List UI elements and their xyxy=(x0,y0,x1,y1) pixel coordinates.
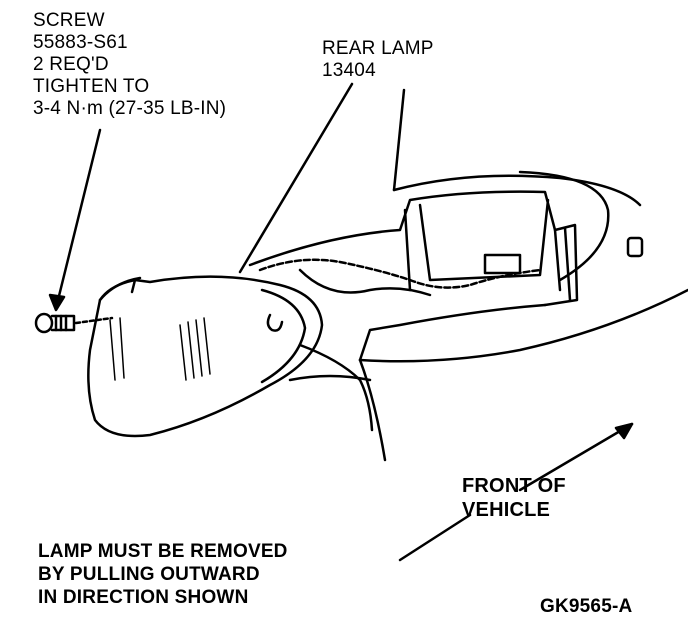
screw-callout-line-2: 55883-S61 xyxy=(33,32,128,53)
bracket-wall xyxy=(553,226,572,302)
screw-callout-line-3: 2 REQ'D xyxy=(33,54,109,75)
screw-callout-line-1: SCREW xyxy=(33,10,105,31)
bumper-curve xyxy=(358,288,688,363)
wiring-harness xyxy=(258,258,542,289)
wheel-arch xyxy=(288,374,372,382)
body-upper-line xyxy=(392,174,642,207)
removal-instruction-line-1: LAMP MUST BE REMOVED xyxy=(38,541,288,562)
screw-path-line xyxy=(74,316,114,325)
screw-leader xyxy=(56,128,102,302)
rear-lamp-leader xyxy=(238,82,354,274)
rocker-line xyxy=(298,343,374,432)
rear-lamp-flange xyxy=(98,276,142,302)
screw-callout-line-5: 3-4 N·m (27-35 LB-IN) xyxy=(33,98,227,119)
screw-leader-arrowhead xyxy=(48,293,66,312)
removal-instruction: LAMP MUST BE REMOVED BY PULLING OUTWARD … xyxy=(38,540,288,609)
bracket-inner xyxy=(403,198,550,292)
side-marker xyxy=(626,236,644,258)
removal-instruction-line-3: IN DIRECTION SHOWN xyxy=(38,587,249,608)
lower-body-line xyxy=(358,358,387,462)
lens-ribs xyxy=(109,317,211,381)
front-of-vehicle-line-2: VEHICLE xyxy=(462,499,551,521)
lamp-pocket-lower xyxy=(358,303,547,362)
lens-hook xyxy=(266,313,284,332)
c-pillar-edge xyxy=(392,88,406,192)
lamp-pocket-upper xyxy=(248,190,579,307)
quarter-panel-outline xyxy=(518,170,610,282)
screw-callout-line-4: TIGHTEN TO xyxy=(33,76,150,97)
front-direction-arrow xyxy=(398,422,634,562)
screw xyxy=(34,312,76,334)
rear-lamp-inner-edge xyxy=(260,288,307,384)
rear-lamp-callout-line-1: REAR LAMP xyxy=(322,38,434,59)
rear-lamp-callout-line-2: 13404 xyxy=(322,60,376,81)
figure-id: GK9565-A xyxy=(540,596,633,617)
wiring-harness-2 xyxy=(298,268,432,297)
front-of-vehicle-line-1: FRONT OF xyxy=(462,475,566,497)
rear-lamp-lens-outline xyxy=(87,275,324,438)
lamp-socket xyxy=(483,253,522,275)
removal-instruction-line-2: BY PULLING OUTWARD xyxy=(38,564,260,585)
rear-lamp-callout: REAR LAMP 13404 xyxy=(322,38,434,82)
front-direction-arrowhead xyxy=(614,422,634,440)
screw-callout: SCREW 55883-S61 2 REQ'D TIGHTEN TO 3-4 N… xyxy=(33,10,226,120)
front-of-vehicle-label: FRONT OF VEHICLE xyxy=(462,474,566,522)
